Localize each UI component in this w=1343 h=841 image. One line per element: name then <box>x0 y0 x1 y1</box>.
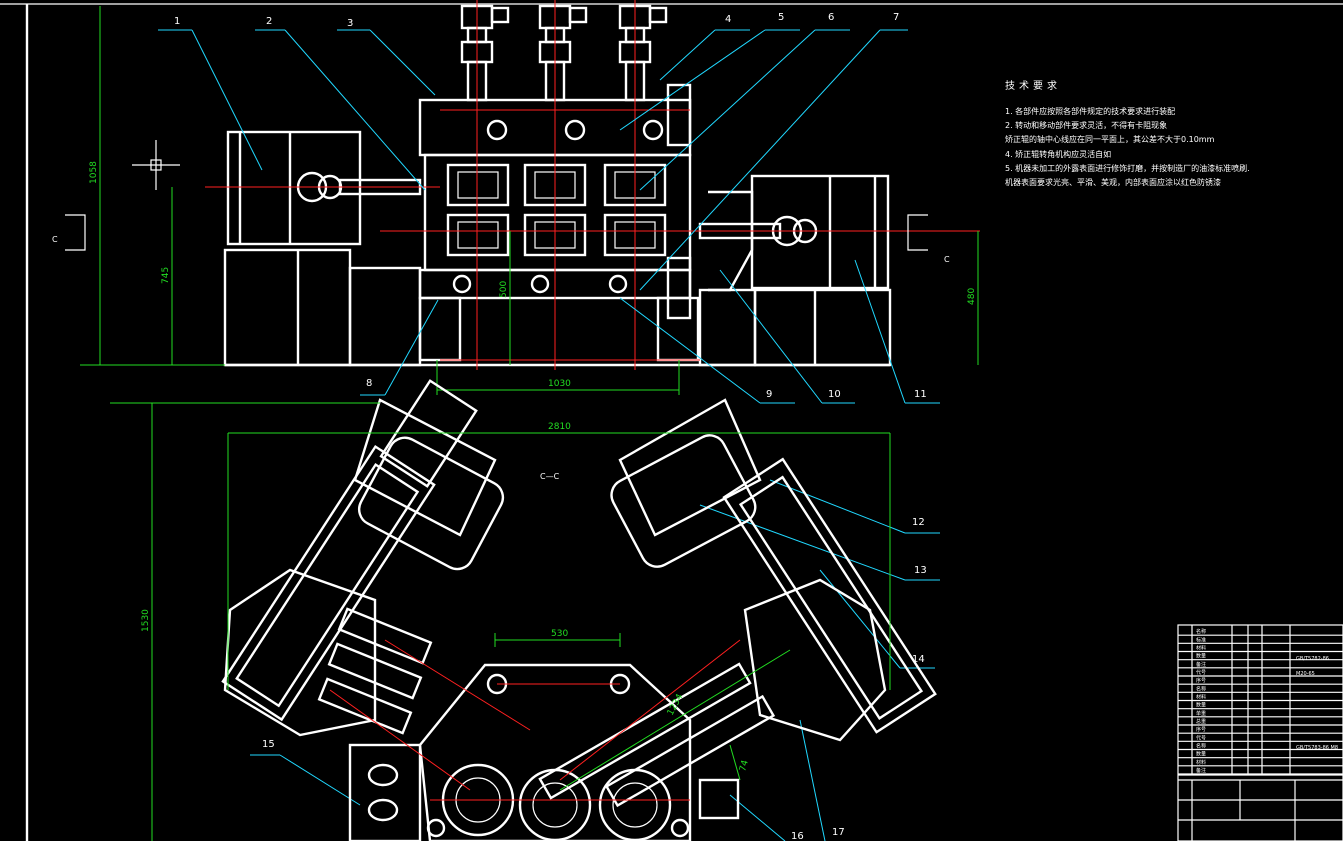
left-gearbox <box>223 568 377 737</box>
left-motor <box>357 436 505 571</box>
tb-row-label: 备注 <box>1196 767 1206 774</box>
right-drive-unit <box>698 174 892 367</box>
tb-code-1: GB/T5782-86 <box>1296 656 1329 662</box>
section-mark-right: C <box>944 255 950 264</box>
tb-row-label: 总重 <box>1196 718 1206 725</box>
tb-row-label: 代号 <box>1196 734 1206 741</box>
tech-req-4: 4. 矫正辊转角机构应灵活自如 <box>1005 149 1111 159</box>
part-label-2: 2 <box>266 16 272 27</box>
right-shafts <box>538 662 776 808</box>
tb-row-label: 序号 <box>1196 726 1206 733</box>
tech-req-3: 矫正辊的轴中心线应在同一平面上，其公差不大于0.10mm <box>1005 134 1215 144</box>
section-view-cc <box>110 379 937 841</box>
part-label-12: 12 <box>912 517 925 528</box>
technical-requirements: 技术要求 1. 各部件应按照各部件规定的技术要求进行装配 2. 转动和移动部件要… <box>1005 79 1250 187</box>
tb-row-label: 备注 <box>1196 661 1206 668</box>
part-label-14: 14 <box>912 654 925 665</box>
right-block <box>698 778 740 820</box>
tb-row-label: 数量 <box>1196 751 1206 758</box>
tech-req-6: 机器表面要求光亮、平滑、美观，内部表面应涂以红色防锈漆 <box>1005 177 1221 187</box>
dim-500: 500 <box>499 281 509 298</box>
part-label-17: 17 <box>832 827 845 838</box>
tb-row-label: 材料 <box>1196 645 1206 652</box>
part-numbers: 1 2 3 4 5 6 7 8 9 10 11 12 13 14 15 16 1… <box>174 12 927 841</box>
right-gearbox <box>743 578 887 742</box>
section-view-title: C—C <box>540 472 560 481</box>
left-block <box>348 743 422 841</box>
part-label-10: 10 <box>828 389 841 400</box>
tech-req-2: 2. 转动和移动部件要求灵活，不得有卡阻现象 <box>1005 120 1167 130</box>
tb-row-label: 单重 <box>1196 710 1206 717</box>
roll-cluster <box>426 763 690 841</box>
section-marks: C C C—C <box>52 235 950 481</box>
part-label-1: 1 <box>174 16 180 27</box>
tb-row-label: 名称 <box>1196 628 1206 635</box>
part-label-4: 4 <box>725 14 731 25</box>
section-mark-left: C <box>52 235 58 244</box>
front-elevation-view <box>65 0 980 395</box>
dim-1530: 1530 <box>141 609 151 632</box>
dim-1030: 1030 <box>548 379 571 389</box>
left-arm <box>221 379 478 722</box>
housing-bolts <box>452 119 664 294</box>
part-label-3: 3 <box>347 18 353 29</box>
dim-1058: 1058 <box>89 161 99 184</box>
center-base <box>418 663 692 841</box>
tb-code-3: GB/T5783-86 M8 <box>1296 745 1338 751</box>
part-label-6: 6 <box>828 12 834 23</box>
tb-row-label: 标准 <box>1196 636 1206 643</box>
tech-req-1: 1. 各部件应按照各部件规定的技术要求进行装配 <box>1005 106 1175 116</box>
tb-row-label: 数量 <box>1196 653 1206 660</box>
dim-480: 480 <box>967 288 977 305</box>
left-shafts <box>317 607 433 735</box>
left-drive-unit <box>223 130 422 367</box>
part-label-8: 8 <box>366 378 372 389</box>
title-block-codes: GB/T5782-86 M20-65 GB/T5783-86 M8 <box>1296 656 1338 751</box>
part-label-15: 15 <box>262 739 275 750</box>
part-label-9: 9 <box>766 389 772 400</box>
part-label-16: 16 <box>791 831 804 841</box>
tb-row-label: 序号 <box>1196 677 1206 684</box>
part-label-5: 5 <box>778 12 784 23</box>
tech-req-5: 5. 机器未加工的外露表面进行修饰打磨，并按制造厂的油漆标准喷刷. <box>1005 163 1250 173</box>
right-arm <box>722 457 937 734</box>
part-label-13: 13 <box>914 565 927 576</box>
rolls <box>446 163 667 257</box>
right-motor <box>610 434 757 568</box>
leader-lines <box>158 29 940 841</box>
dim-745: 745 <box>161 267 171 284</box>
tech-req-title: 技术要求 <box>1005 79 1061 92</box>
dim-74: 74 <box>738 759 751 773</box>
dim-2810: 2810 <box>548 422 571 432</box>
tb-row-label: 材料 <box>1196 694 1206 701</box>
tb-row-label: 代号 <box>1196 669 1206 676</box>
dim-530: 530 <box>551 629 568 639</box>
right-motor-mount <box>618 398 762 537</box>
tb-row-label: 材料 <box>1196 759 1206 766</box>
part-label-7: 7 <box>893 12 899 23</box>
tb-row-label: 名称 <box>1196 685 1206 692</box>
tb-row-label: 名称 <box>1196 743 1206 750</box>
left-motor-mount <box>353 398 497 537</box>
tb-row-label: 数量 <box>1196 702 1206 709</box>
part-label-11: 11 <box>914 389 927 400</box>
tb-code-2: M20-65 <box>1296 671 1315 677</box>
